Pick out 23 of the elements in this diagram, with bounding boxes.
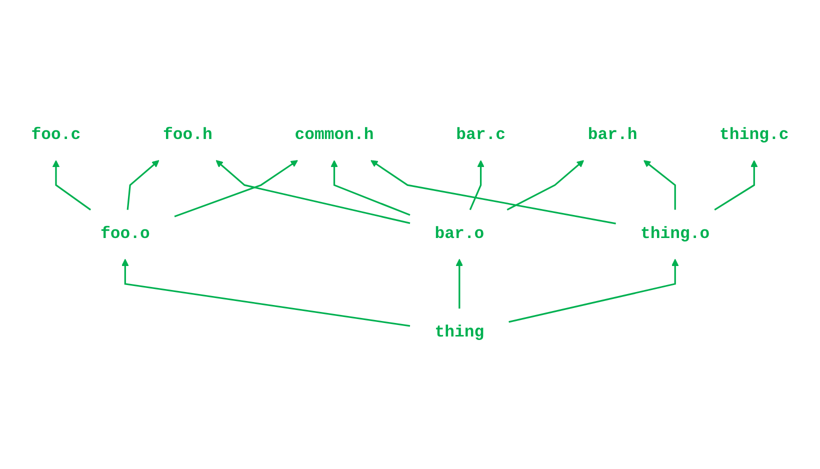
arrow (122, 258, 410, 327)
node-text: foo.h (163, 126, 212, 145)
arrow (174, 160, 298, 218)
node-text: common.h (294, 126, 374, 145)
arrow (508, 258, 679, 323)
arrow (216, 160, 410, 224)
node-text: foo.o (100, 224, 150, 244)
arrow (469, 160, 484, 210)
arrow (370, 160, 616, 224)
node-text: thing.o (640, 224, 710, 244)
arrow (714, 160, 758, 210)
node-text: thing.c (720, 126, 789, 145)
node-text: bar.h (588, 126, 638, 145)
arrow (52, 160, 92, 210)
arrow (330, 160, 410, 216)
node-text: bar.o (434, 224, 484, 244)
node-text: bar.c (456, 126, 506, 145)
arrow (506, 160, 584, 211)
arrow (643, 160, 676, 210)
arrow (126, 160, 160, 210)
node-text: foo.c (31, 126, 81, 145)
node-text: thing (434, 323, 484, 342)
arrow (456, 258, 464, 309)
